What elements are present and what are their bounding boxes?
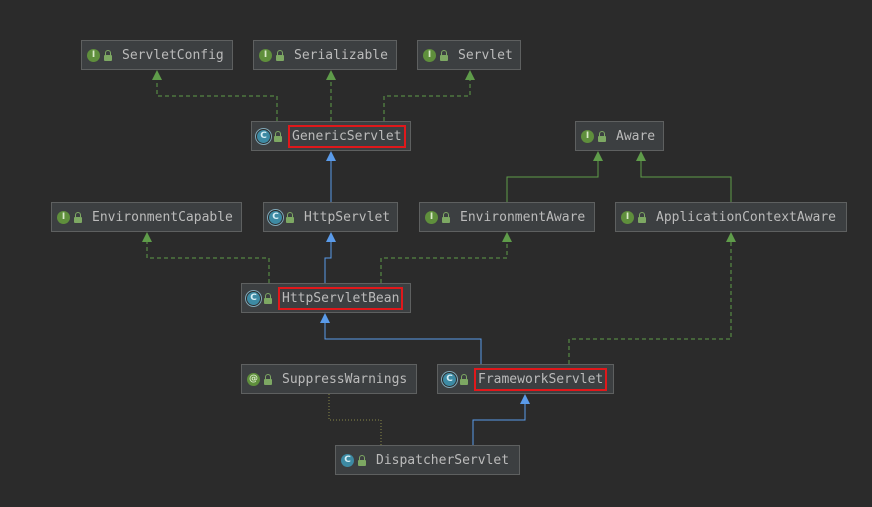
edge-implements-http-servlet-bean-to-environment-capable bbox=[142, 232, 270, 283]
arrowhead bbox=[326, 151, 336, 161]
node-environment-aware[interactable]: I EnvironmentAware bbox=[419, 202, 595, 232]
class-type-icon: C bbox=[341, 453, 354, 467]
node-generic-servlet[interactable]: C GenericServlet bbox=[251, 121, 411, 151]
edge-line bbox=[383, 80, 471, 121]
public-visibility-icon bbox=[263, 373, 273, 385]
edge-line bbox=[380, 242, 508, 283]
public-visibility-icon bbox=[459, 373, 469, 385]
interface-type-icon: I bbox=[581, 129, 594, 143]
abstract-type-icon: C bbox=[247, 291, 260, 305]
edge-implements-generic-servlet-to-servlet bbox=[383, 70, 475, 121]
arrowhead bbox=[465, 70, 475, 80]
node-label: FrameworkServlet bbox=[478, 371, 604, 387]
node-http-servlet-bean[interactable]: C HttpServletBean bbox=[241, 283, 411, 313]
edge-interface-extends-application-context-aware-to-aware bbox=[636, 151, 732, 202]
arrowhead bbox=[520, 394, 530, 404]
edge-extends-http-servlet-bean-to-http-servlet bbox=[324, 232, 336, 283]
annotation-type-icon: @ bbox=[247, 372, 260, 386]
arrowhead bbox=[142, 232, 152, 242]
arrowhead bbox=[726, 232, 736, 242]
edge-implements-framework-servlet-to-application-context-aware bbox=[568, 232, 736, 364]
node-aware[interactable]: I Aware bbox=[575, 121, 664, 151]
interface-type-icon: I bbox=[423, 48, 436, 62]
node-http-servlet[interactable]: C HttpServlet bbox=[263, 202, 398, 232]
interface-type-icon: I bbox=[621, 210, 634, 224]
node-framework-servlet[interactable]: C FrameworkServlet bbox=[437, 364, 614, 394]
edge-line bbox=[146, 242, 270, 283]
edge-line bbox=[324, 323, 482, 364]
edge-line bbox=[568, 242, 732, 364]
public-visibility-icon bbox=[597, 130, 607, 142]
node-label: HttpServletBean bbox=[282, 290, 400, 306]
arrowhead bbox=[502, 232, 512, 242]
edge-line bbox=[506, 161, 599, 202]
edge-line bbox=[328, 394, 382, 445]
edge-extends-http-servlet-to-generic-servlet bbox=[326, 151, 336, 202]
node-servlet[interactable]: I Servlet bbox=[417, 40, 521, 70]
edge-line bbox=[324, 242, 332, 283]
node-label: DispatcherServlet bbox=[376, 452, 510, 468]
node-label: Aware bbox=[616, 128, 656, 144]
abstract-type-icon: C bbox=[269, 210, 282, 224]
node-label: EnvironmentAware bbox=[460, 209, 586, 225]
edge-line bbox=[472, 404, 526, 445]
node-label: HttpServlet bbox=[304, 209, 391, 225]
arrowhead bbox=[593, 151, 603, 161]
edge-implements-http-servlet-bean-to-environment-aware bbox=[380, 232, 512, 283]
node-serializable[interactable]: I Serializable bbox=[253, 40, 397, 70]
interface-type-icon: I bbox=[425, 210, 438, 224]
node-label: EnvironmentCapable bbox=[92, 209, 233, 225]
edge-implements-generic-servlet-to-serializable bbox=[326, 70, 336, 121]
edge-extends-dispatcher-servlet-to-framework-servlet bbox=[472, 394, 530, 445]
public-visibility-icon bbox=[357, 454, 367, 466]
edge-interface-extends-environment-aware-to-aware bbox=[506, 151, 603, 202]
public-visibility-icon bbox=[263, 292, 273, 304]
edge-line bbox=[156, 80, 278, 121]
node-label: SuppressWarnings bbox=[282, 371, 408, 387]
public-visibility-icon bbox=[73, 211, 83, 223]
arrowhead bbox=[326, 232, 336, 242]
edge-annotated-dispatcher-servlet-to-suppress-warnings bbox=[328, 394, 382, 445]
public-visibility-icon bbox=[441, 211, 451, 223]
edge-implements-generic-servlet-to-servlet-config bbox=[152, 70, 278, 121]
interface-type-icon: I bbox=[87, 48, 100, 62]
abstract-type-icon: C bbox=[443, 372, 456, 386]
public-visibility-icon bbox=[637, 211, 647, 223]
arrowhead bbox=[326, 70, 336, 80]
edge-line bbox=[640, 161, 732, 202]
node-suppress-warnings[interactable]: @ SuppressWarnings bbox=[241, 364, 417, 394]
node-label: Serializable bbox=[294, 47, 388, 63]
public-visibility-icon bbox=[285, 211, 295, 223]
node-label: Servlet bbox=[458, 47, 513, 63]
edge-extends-framework-servlet-to-http-servlet-bean bbox=[320, 313, 482, 364]
public-visibility-icon bbox=[275, 49, 285, 61]
node-dispatcher-servlet[interactable]: C DispatcherServlet bbox=[335, 445, 520, 475]
abstract-type-icon: C bbox=[257, 129, 270, 143]
node-environment-capable[interactable]: I EnvironmentCapable bbox=[51, 202, 242, 232]
public-visibility-icon bbox=[273, 130, 283, 142]
interface-type-icon: I bbox=[259, 48, 272, 62]
node-servlet-config[interactable]: I ServletConfig bbox=[81, 40, 233, 70]
public-visibility-icon bbox=[439, 49, 449, 61]
node-application-context-aware[interactable]: I ApplicationContextAware bbox=[615, 202, 847, 232]
public-visibility-icon bbox=[103, 49, 113, 61]
node-label: ServletConfig bbox=[122, 47, 224, 63]
arrowhead bbox=[320, 313, 330, 323]
arrowhead bbox=[152, 70, 162, 80]
arrowhead bbox=[636, 151, 646, 161]
interface-type-icon: I bbox=[57, 210, 70, 224]
node-label: GenericServlet bbox=[292, 128, 402, 144]
node-label: ApplicationContextAware bbox=[656, 209, 837, 225]
